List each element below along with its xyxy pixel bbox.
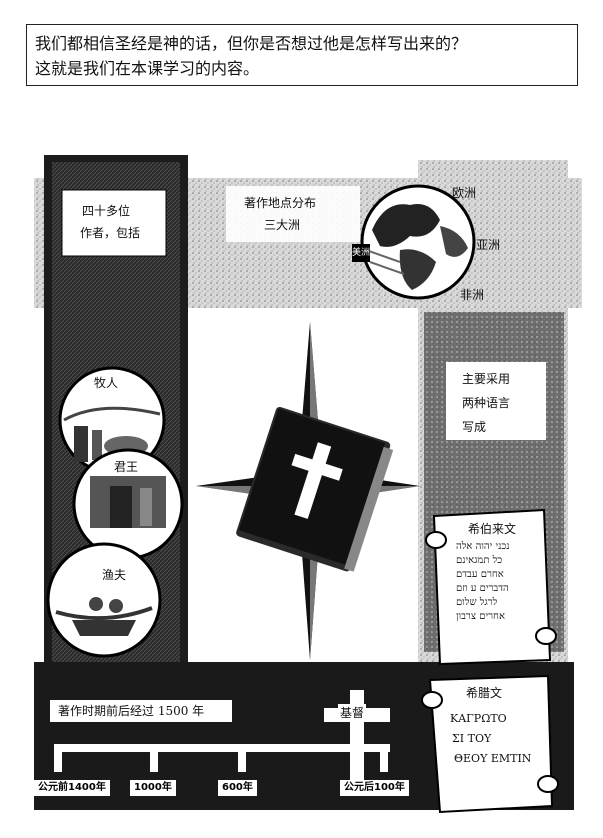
hebrew-script-5: לרגל שלום [456,597,498,608]
languages-panel [446,362,546,440]
occupation-king: 君王 [112,458,141,476]
greek-script-3: ΘΕΟΥ ΕΜΤΙΝ [454,752,532,765]
locations-line-1: 著作地点分布 [244,196,317,210]
hebrew-script-4: הדברים ע וזם [456,583,509,594]
continent-africa: 非洲 [460,288,485,302]
hebrew-script-1: נכני יהוה אלה [456,541,510,552]
timeline-mark-100ad: 公元后100年 [340,780,409,796]
hebrew-script-2: כל תמגאינם [456,555,503,566]
timeline-caption-box [50,700,232,722]
locations-panel [226,186,360,242]
languages-line-2: 两种语言 [462,396,511,410]
timeline-mark-600: 600年 [218,780,257,796]
greek-scroll-icon [421,674,559,814]
intro-text-box: 我们都相信圣经是神的话，但你是否想过他是怎样写出来的？ 这就是我们在本课学习的内… [26,24,578,86]
locations-line-2: 三大洲 [264,218,301,232]
languages-line-3: 写成 [462,420,487,434]
timeline-mark-1400bc: 公元前1400年 [34,780,110,796]
timeline-bar [54,744,390,752]
timeline-caption: 著作时期前后经过 1500 年 [58,704,205,718]
hebrew-script-3: אחרם עבדם [456,569,504,580]
continent-america: 美洲 [352,244,371,262]
king-illustration [72,448,184,560]
authors-line-2: 作者，包括 [80,226,141,240]
continent-europe: 欧洲 [452,186,477,200]
fisherman-illustration [46,542,162,658]
greek-title: 希腊文 [466,686,503,700]
occupation-fisherman: 渔夫 [100,566,129,584]
hebrew-title: 希伯来文 [468,522,517,536]
bible-book-icon [236,406,394,572]
occupation-shepherd: 牧人 [92,374,121,392]
hebrew-script-6: אחרים צרבון [456,611,505,622]
languages-line-1: 主要采用 [462,372,511,386]
greek-script-1: ΚΑΓΡΩΤΟ [450,712,507,725]
authors-line-1: 四十多位 [82,204,131,218]
authors-panel [61,189,167,257]
globe-icon [360,184,476,300]
continent-asia: 亚洲 [476,238,501,252]
greek-script-2: ΣΙ ΤΟΥ [452,732,492,745]
hebrew-scroll-icon [425,508,557,666]
timeline-mark-1000: 1000年 [130,780,176,796]
intro-line-2: 这就是我们在本课学习的内容。 [35,59,260,78]
intro-line-1: 我们都相信圣经是神的话，但你是否想过他是怎样写出来的？ [35,34,468,53]
timeline-jesus-label: 基督 [338,704,367,722]
